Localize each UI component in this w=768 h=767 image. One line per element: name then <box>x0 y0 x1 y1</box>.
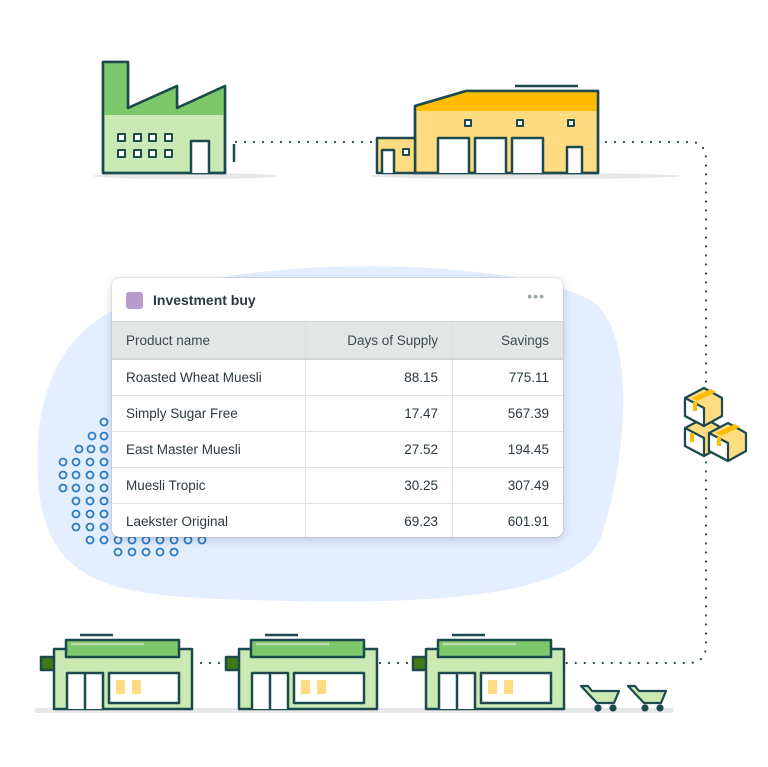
days-of-supply-cell: 69.23 <box>305 503 453 537</box>
card-title: Investment buy <box>153 292 256 308</box>
savings-cell: 567.39 <box>452 395 563 432</box>
days-of-supply-cell: 27.52 <box>305 431 453 468</box>
table-row[interactable]: Simply Sugar Free 17.47 567.39 <box>112 395 563 432</box>
warehouse-icon <box>375 84 600 175</box>
color-swatch-icon <box>126 292 143 309</box>
savings-cell: 775.11 <box>452 359 563 396</box>
boxes-icon <box>683 386 748 463</box>
savings-cell: 601.91 <box>452 503 563 537</box>
table-row[interactable]: Roasted Wheat Muesli 88.15 775.11 <box>112 359 563 396</box>
shopping-cart-icon <box>626 684 668 712</box>
days-of-supply-cell: 30.25 <box>305 467 453 504</box>
column-header-product-name[interactable]: Product name <box>112 321 306 360</box>
store-icon <box>411 633 566 711</box>
ground-shadows <box>34 173 680 713</box>
column-header-days-of-supply[interactable]: Days of Supply <box>305 321 453 360</box>
store-icon <box>39 633 194 711</box>
store-icon <box>224 633 379 711</box>
dotted-path <box>190 140 708 665</box>
savings-cell: 307.49 <box>452 467 563 504</box>
product-name-cell: Simply Sugar Free <box>112 395 306 432</box>
table-row[interactable]: Laekster Original 69.23 601.91 <box>112 503 563 537</box>
days-of-supply-cell: 17.47 <box>305 395 453 432</box>
more-options-icon[interactable]: ••• <box>527 288 545 304</box>
table-row[interactable]: East Master Muesli 27.52 194.45 <box>112 431 563 468</box>
product-name-cell: Muesli Tropic <box>112 467 306 504</box>
card-header: Investment buy ••• <box>112 278 563 321</box>
factory-icon <box>101 60 236 175</box>
product-name-cell: East Master Muesli <box>112 431 306 468</box>
column-header-savings[interactable]: Savings <box>452 321 563 360</box>
dot-pattern <box>58 417 207 557</box>
investment-table: Product name Days of Supply Savings Roas… <box>112 321 563 537</box>
days-of-supply-cell: 88.15 <box>305 359 453 396</box>
shopping-cart-icon <box>579 684 621 712</box>
investment-buy-card: Investment buy ••• Product name Days of … <box>112 278 563 537</box>
savings-cell: 194.45 <box>452 431 563 468</box>
product-name-cell: Roasted Wheat Muesli <box>112 359 306 396</box>
table-header-row: Product name Days of Supply Savings <box>112 321 563 360</box>
table-row[interactable]: Muesli Tropic 30.25 307.49 <box>112 467 563 504</box>
product-name-cell: Laekster Original <box>126 514 229 529</box>
